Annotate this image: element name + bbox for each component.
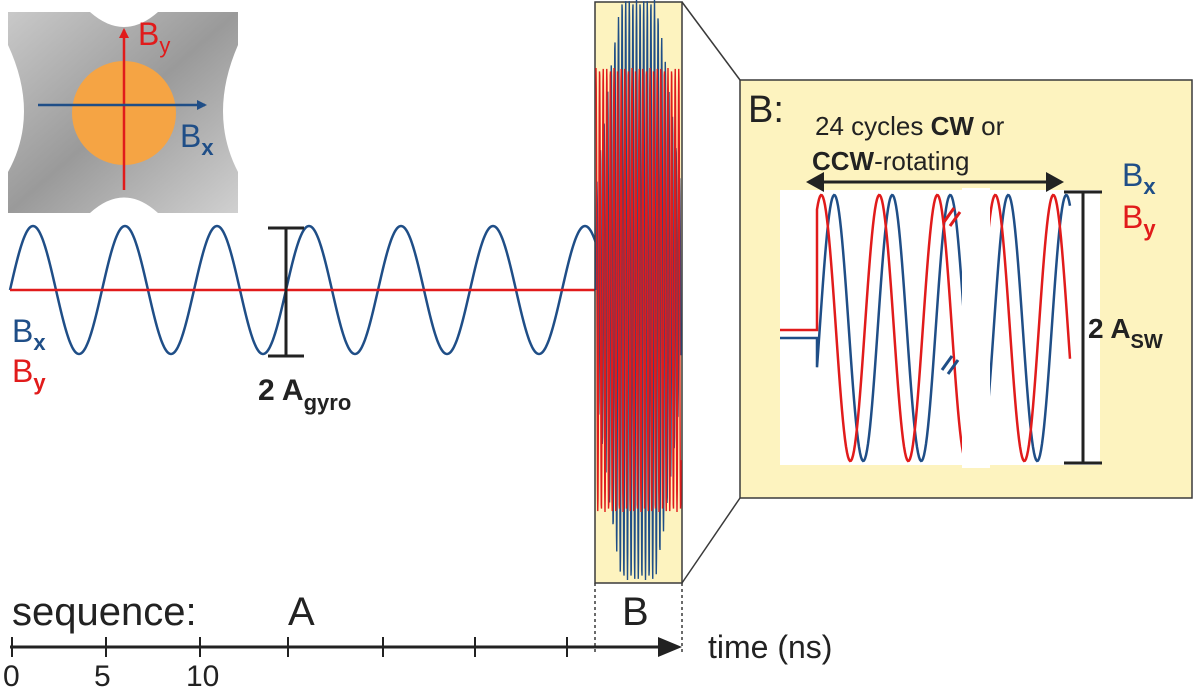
sequence-label: sequence:: [12, 590, 197, 634]
gyro-amplitude-label: 2 Agyro: [258, 374, 351, 415]
timeline: sequence: A B 0 5 10 time (ns): [3, 583, 832, 691]
sequence-segment-a: A: [288, 590, 315, 634]
zoom-line-bottom: [681, 497, 741, 584]
zoom-break-gap: [962, 188, 990, 468]
legend-a: Bx By: [12, 313, 46, 395]
zoom-panel-b: B: 24 cycles CW or CCW-rotating 2 ASW Bx…: [739, 79, 1193, 499]
break-mark-blue-2: [946, 359, 960, 375]
time-axis-label: time (ns): [708, 629, 832, 665]
time-axis-arrowhead: [658, 637, 682, 657]
zoom-bx-trace: [780, 193, 1072, 463]
sw-amplitude-label: 2 ASW: [1088, 313, 1163, 353]
legend-a-by: By: [12, 353, 46, 395]
tick-label-0: 0: [3, 660, 20, 691]
zoom-panel-heading: B:: [748, 89, 784, 131]
burst-panel: [594, 0, 683, 584]
zoom-legend-bx: Bx: [1122, 157, 1156, 199]
gyro-bx-trace: [8, 224, 598, 356]
break-mark-blue-1: [940, 355, 954, 371]
burst-by-trace: [595, 67, 682, 513]
gyro-waveform: 2 Agyro: [8, 224, 598, 415]
zoom-panel-caption-line1: 24 cycles CW or: [815, 111, 1005, 141]
break-mark-red-2: [948, 211, 962, 227]
cycles-span-arrowhead-left: [806, 172, 824, 192]
zoom-legend-by: By: [1122, 199, 1156, 241]
legend-a-bx: Bx: [12, 313, 46, 355]
inset-bx-label: Bx: [180, 118, 214, 160]
cycles-span-arrowhead-right: [1046, 172, 1064, 192]
magnet-inset: By Bx: [8, 12, 238, 213]
inset-by-label: By: [138, 16, 170, 58]
tick-label-5: 5: [94, 660, 111, 691]
zoom-by-trace: [780, 193, 1072, 463]
zoom-panel-caption-line2: CCW-rotating: [812, 146, 969, 176]
sequence-segment-b: B: [622, 590, 649, 634]
zoom-line-top: [681, 1, 741, 81]
time-axis-ticks: [11, 637, 568, 657]
tick-label-10: 10: [186, 660, 219, 691]
break-mark-red-1: [942, 207, 956, 223]
